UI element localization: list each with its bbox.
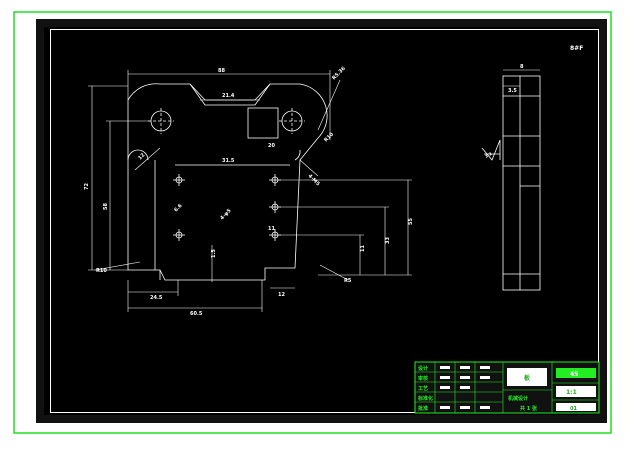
- dim-bottom-overall: 60.5: [190, 311, 203, 317]
- dim-pocket-width: 20: [268, 143, 275, 149]
- dimension-lines: [88, 70, 412, 312]
- dim-right-height-c: 55: [408, 218, 414, 225]
- pocket: [247, 107, 279, 139]
- row-label-2: 审核: [418, 375, 428, 382]
- dim-slot-width: 21.4: [222, 93, 235, 99]
- scale-box: [556, 386, 596, 397]
- roughness-symbol: [481, 139, 501, 161]
- drawing-no-box: [556, 403, 596, 411]
- footer: 共 1 张: [520, 405, 538, 412]
- row-label-4: 标准化: [417, 395, 433, 402]
- side-dim-inner-label: 3.5: [508, 88, 517, 94]
- title-block-grid: [415, 362, 599, 413]
- dim-pocket-depth: 12: [137, 152, 147, 162]
- side-view-labels: 8 3.5 3.2: [484, 64, 524, 159]
- side-outline: [502, 75, 541, 291]
- side-dim-width: 8: [520, 64, 524, 70]
- material: 45: [570, 371, 578, 378]
- dim-inner-width: 31.5: [222, 158, 235, 164]
- drawing-area-black: [51, 30, 598, 412]
- cross-holes: [173, 174, 281, 241]
- dim-bottom-left-width: 24.5: [150, 295, 163, 301]
- material-box: [556, 368, 596, 378]
- top-slot: [189, 83, 271, 106]
- row-label-5: 批准: [418, 405, 428, 412]
- dim-right-height-b: 33: [385, 237, 391, 244]
- side-view: [481, 69, 541, 291]
- drawing-no: 01: [570, 406, 577, 412]
- dim-step-height: 1.5: [211, 249, 217, 258]
- left-inner-slot: [127, 149, 156, 270]
- dim-right-height-a: 11: [360, 245, 366, 252]
- dim-hole-a: 6.6: [173, 203, 184, 214]
- title-block: 板 45 1:1 01 机械设计 设计 审核 工艺 标准化 批准: [414, 361, 600, 414]
- part-name-box: [507, 368, 547, 386]
- company: 机械设计: [507, 395, 528, 402]
- dim-center-label: 11: [268, 226, 275, 232]
- dim-radius-bottom-right: R5: [344, 278, 352, 284]
- front-view: [88, 70, 412, 312]
- part-name: 板: [524, 374, 531, 382]
- dim-radius-bottom-left: R10: [96, 268, 107, 274]
- dim-overall-width: 88: [218, 68, 225, 74]
- dim-overall-height: 72: [84, 183, 90, 190]
- roughness-value: 3.2: [484, 151, 493, 159]
- scale: 1:1: [566, 389, 577, 396]
- part-outline: [127, 83, 328, 281]
- row-label-1: 设计: [418, 365, 428, 372]
- dim-bottom-small: 12: [278, 292, 285, 298]
- title-block-fill-marks: [440, 366, 490, 409]
- sheet-code: 8#F: [570, 45, 583, 52]
- dim-left-height: 58: [103, 203, 109, 210]
- right-inner-slot: [294, 149, 301, 161]
- row-label-3: 工艺: [418, 385, 428, 392]
